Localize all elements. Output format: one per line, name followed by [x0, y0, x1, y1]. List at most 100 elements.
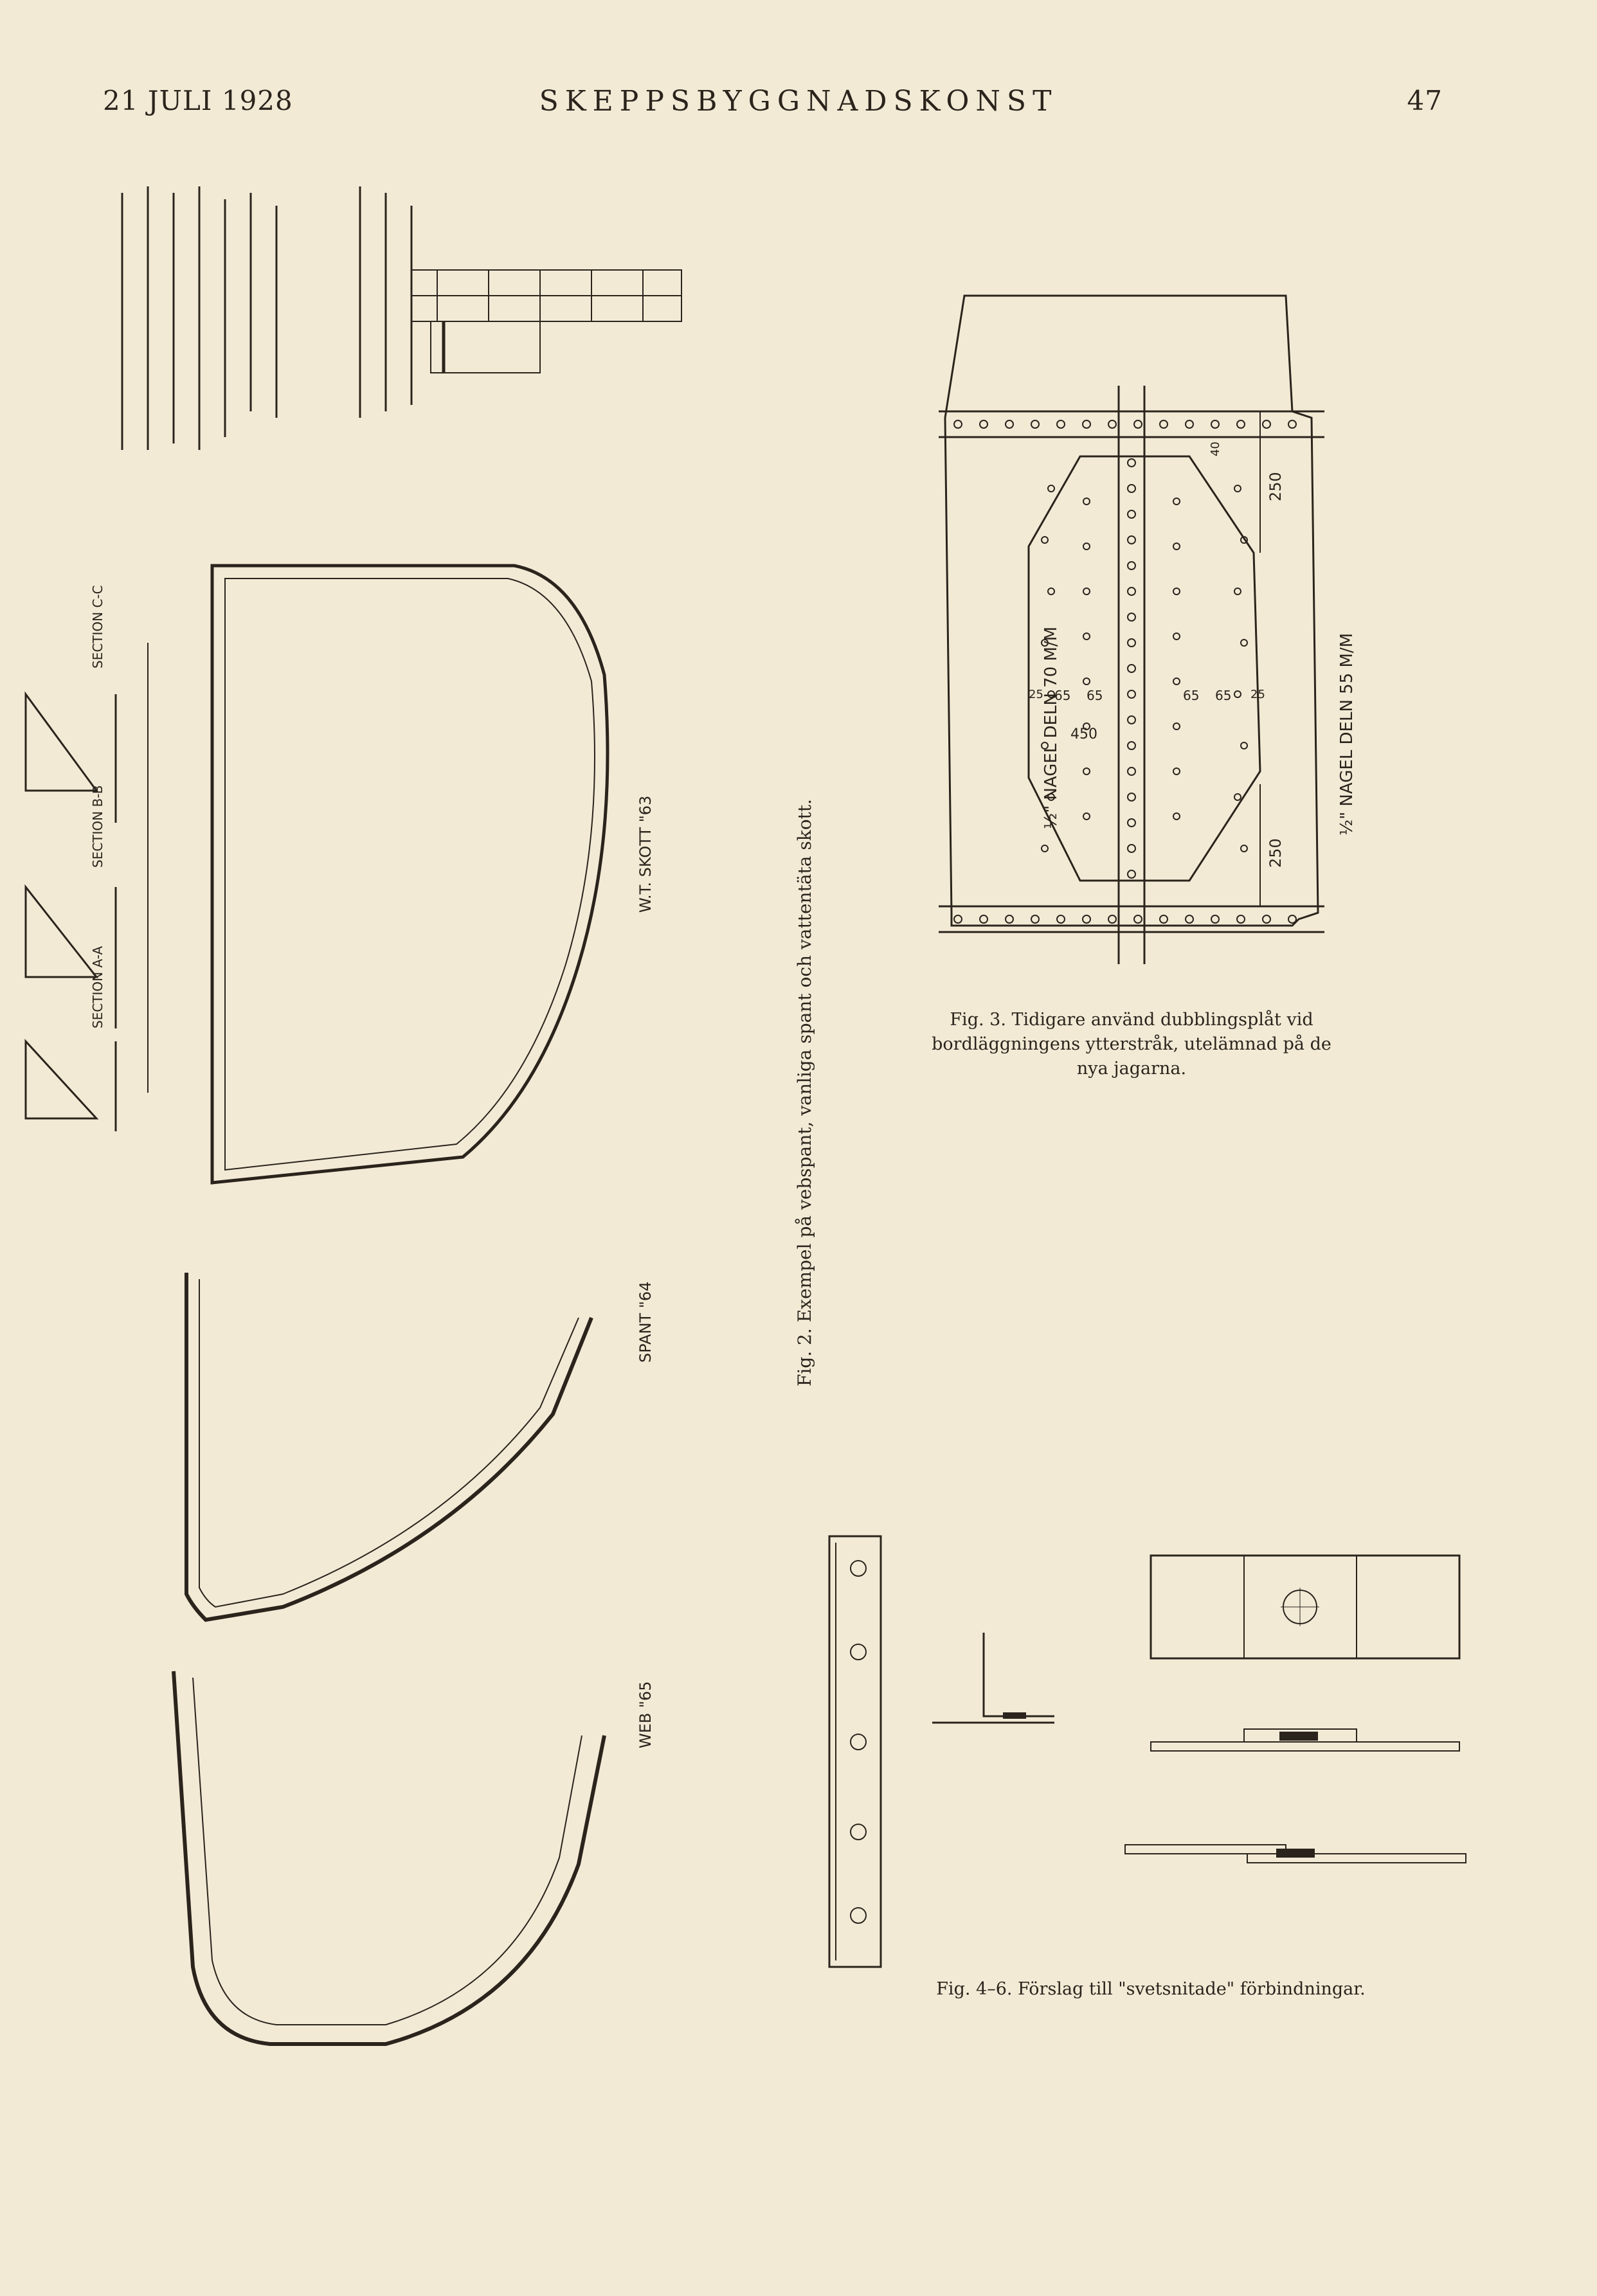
figure-4-drawing: [828, 1535, 1054, 1968]
rivet: [1240, 639, 1248, 647]
page-number: 47: [1407, 85, 1443, 116]
label-spant: SPANT "64: [636, 1281, 654, 1363]
rivet: [1082, 915, 1091, 924]
rivet: [1159, 420, 1168, 429]
rivet: [1288, 915, 1297, 924]
rivet: [1108, 915, 1117, 924]
rivet: [1234, 793, 1241, 801]
rivet: [1127, 535, 1136, 544]
dim-65a: 65: [1054, 688, 1071, 703]
rivet: [1127, 767, 1136, 776]
rivet: [1127, 510, 1136, 519]
notes-block: [121, 186, 413, 450]
rivet: [1127, 587, 1136, 596]
rivet: [1083, 543, 1090, 550]
figure-2-drawing: [24, 186, 682, 2046]
label-web: WEB "65: [636, 1681, 654, 1748]
rivet: [1127, 484, 1136, 493]
journal-title: SKEPPSBYGGNADSKONST: [539, 85, 1058, 118]
rivet: [1047, 793, 1055, 801]
rivet: [1127, 638, 1136, 647]
label-rivets-left: ½" NAGEL DELN 70 M/M: [1042, 626, 1061, 829]
rivet: [1031, 915, 1040, 924]
label-rivets-right: ½" NAGEL DELN 55 M/M: [1337, 632, 1357, 836]
rivet: [1083, 812, 1090, 820]
dim-65c: 65: [1183, 688, 1200, 703]
rivet: [1127, 870, 1136, 879]
page-date: 21 JULI 1928: [103, 85, 293, 116]
rivet: [953, 915, 962, 924]
rivet: [1083, 498, 1090, 505]
rivet: [1133, 915, 1142, 924]
rivet: [1211, 915, 1220, 924]
rivet: [1236, 915, 1245, 924]
rivet: [979, 915, 988, 924]
rivet: [1173, 498, 1180, 505]
rivet: [1056, 915, 1065, 924]
label-section-cc: SECTION C-C: [90, 585, 105, 668]
rivet: [1173, 812, 1180, 820]
rivet: [1262, 915, 1271, 924]
dim-40: 40: [1209, 442, 1222, 456]
figure-3-rivets: [953, 420, 1297, 924]
spant-64: [185, 1273, 593, 1622]
rivet: [1127, 561, 1136, 570]
rivet: [1234, 485, 1241, 492]
dim-250-top: 250: [1267, 472, 1285, 501]
rivet: [1240, 742, 1248, 749]
rivet: [1173, 632, 1180, 640]
dim-65d: 65: [1215, 688, 1232, 703]
rivet: [1234, 587, 1241, 595]
figure-5-drawing: [1150, 1554, 1461, 1752]
rivet: [1005, 420, 1014, 429]
rivet: [1185, 420, 1194, 429]
rivet: [1173, 543, 1180, 550]
rivet: [1083, 632, 1090, 640]
dim-65b: 65: [1087, 688, 1103, 703]
rivet: [1005, 915, 1014, 924]
rivet: [1127, 458, 1136, 467]
rivet: [1288, 420, 1297, 429]
dim-250-bottom: 250: [1267, 838, 1285, 868]
rivet: [1127, 844, 1136, 853]
rivet: [1127, 664, 1136, 673]
web-65: [172, 1671, 606, 2046]
rivet: [1041, 639, 1049, 647]
rivet: [1127, 741, 1136, 750]
rivet: [1173, 767, 1180, 775]
figure-2-caption: Fig. 2. Exempel på vebspant, vanliga spa…: [794, 799, 815, 1386]
label-wt-skott: W.T. SKOTT "63: [636, 795, 654, 913]
rivet: [1240, 845, 1248, 852]
rivet: [1047, 485, 1055, 492]
rivet: [1041, 742, 1049, 749]
figure-3-drawing: [939, 294, 1324, 964]
rivet: [1083, 677, 1090, 685]
rivet: [1159, 915, 1168, 924]
rivet: [979, 420, 988, 429]
rivet: [1173, 722, 1180, 730]
figure-6-drawing: [1124, 1844, 1466, 1863]
wt-bulkhead: [210, 564, 609, 1185]
rivet: [1127, 690, 1136, 699]
rivet: [1173, 587, 1180, 595]
rivet: [1133, 420, 1142, 429]
figure-4-6-caption: Fig. 4–6. Förslag till "svetsnitade" för…: [936, 1979, 1366, 1999]
figure-3-caption: Fig. 3. Tidigare använd dubblingsplåt vi…: [932, 1010, 1331, 1079]
longitudinal-detail: [411, 269, 682, 373]
dim-25b: 25: [1250, 688, 1265, 701]
rivet: [1047, 587, 1055, 595]
rivet: [1083, 767, 1090, 775]
rivet: [1127, 715, 1136, 724]
rivet: [1236, 420, 1245, 429]
rivet: [1185, 915, 1194, 924]
rivet: [1041, 536, 1049, 544]
rivet: [1082, 420, 1091, 429]
rivet: [1083, 587, 1090, 595]
rivet: [1240, 536, 1248, 544]
rivet: [1108, 420, 1117, 429]
rivet: [1031, 420, 1040, 429]
label-section-aa: SECTION A-A: [90, 946, 105, 1028]
rivet: [953, 420, 962, 429]
